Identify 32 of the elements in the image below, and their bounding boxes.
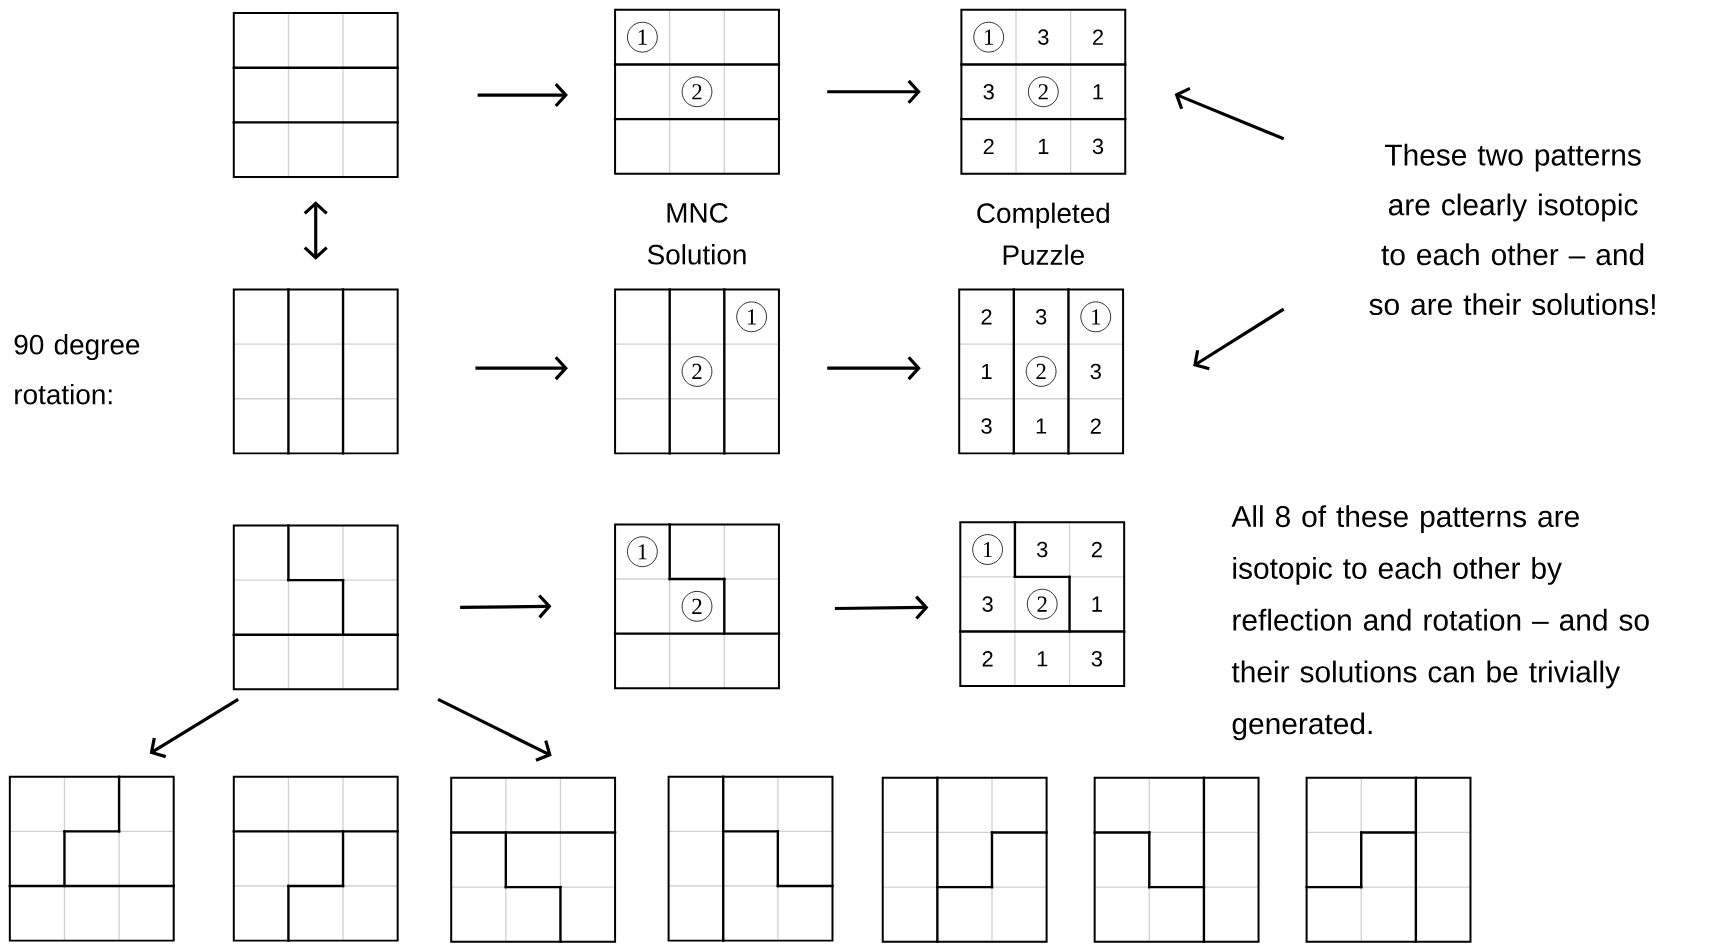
puzzle-grid: [667, 775, 834, 942]
puzzle-grid: [232, 12, 399, 179]
arrow: [1174, 87, 1285, 141]
puzzle-grid: 1 2: [613, 523, 781, 690]
puzzle-grid: 1 3 2 3 2 1 2 1 3: [960, 8, 1127, 175]
puzzle-grid: [450, 776, 617, 943]
puzzle-grid: [881, 776, 1048, 943]
puzzle-grid: 2 3 1 1 2 3 3 1 2: [958, 288, 1125, 455]
note-text: 90 degree rotation:: [14, 334, 140, 405]
puzzle-grid: 1 3 2 3 2 1 2 1 3: [959, 521, 1126, 688]
arrow: [475, 356, 568, 381]
arrow: [437, 698, 552, 762]
arrow: [834, 595, 929, 620]
callout-text: These two patterns are clearly isotopic to each other – and so are their solutions!: [1369, 143, 1655, 316]
arrow: [827, 79, 921, 104]
arrow: [149, 698, 239, 759]
arrow: [1193, 307, 1285, 371]
puzzle-grid: [1305, 776, 1472, 943]
puzzle-grid: [232, 775, 399, 942]
puzzle-grid: [232, 288, 399, 455]
puzzle-grid: [232, 524, 399, 691]
arrow: [460, 594, 552, 619]
arrow: [303, 201, 328, 260]
arrow: [827, 356, 921, 381]
arrow: [477, 83, 568, 108]
puzzle-grid: 1 2: [613, 8, 781, 175]
note-text: All 8 of these patterns are isotopic to each other by reflection and rotation – and so their solutions can be trivially generated.: [1231, 505, 1649, 741]
puzzle-grid: [1093, 776, 1260, 943]
puzzle-grid: 1 2: [614, 288, 780, 455]
node-label: Completed Puzzle: [977, 202, 1109, 265]
puzzle-grid: [8, 775, 175, 942]
node-label: MNC Solution: [647, 203, 746, 265]
